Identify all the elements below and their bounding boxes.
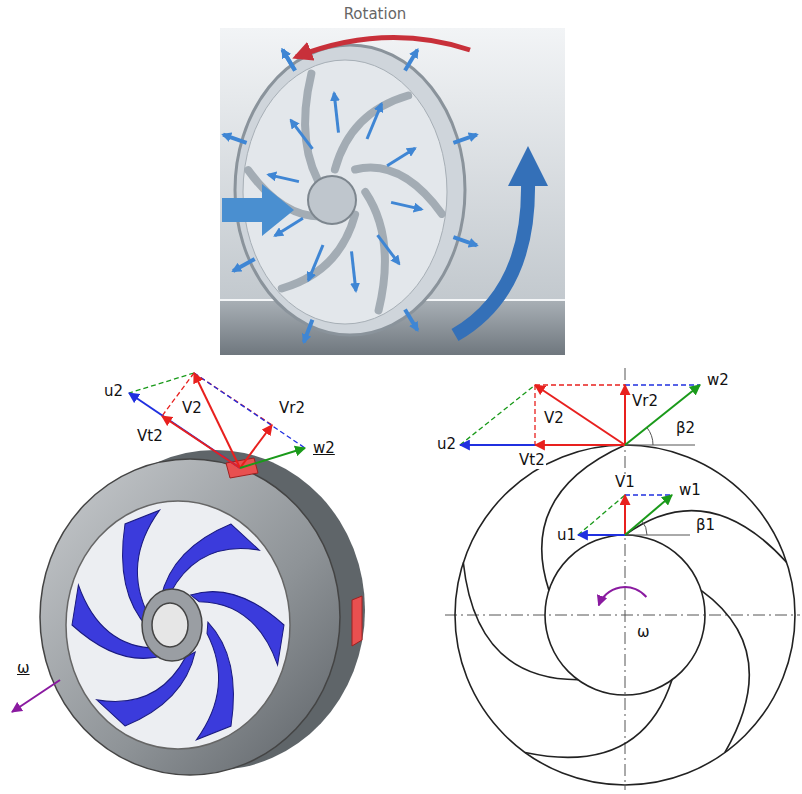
vector-label: w2 bbox=[706, 372, 730, 389]
vector-label: u2 bbox=[103, 383, 124, 400]
blade-speed-vector bbox=[460, 444, 625, 446]
relative-velocity-vector bbox=[240, 448, 305, 468]
figure-caption-label: Rotation bbox=[343, 6, 408, 23]
rotation-arrow bbox=[599, 587, 647, 605]
impeller-hub bbox=[308, 176, 356, 224]
flow-arrow bbox=[233, 259, 255, 271]
flow-arrow bbox=[283, 50, 296, 71]
impeller-vane bbox=[365, 192, 385, 310]
radial-velocity-vector bbox=[240, 425, 272, 468]
impeller-vanes bbox=[248, 74, 442, 311]
construction-line bbox=[578, 495, 625, 535]
discharge-arrow-head bbox=[508, 146, 548, 186]
flow-arrow bbox=[283, 50, 296, 71]
impeller-vane bbox=[542, 445, 625, 590]
flow-arrow bbox=[405, 310, 418, 331]
flow-arrow bbox=[391, 202, 422, 209]
impeller-vane bbox=[191, 592, 284, 665]
flow-arrow bbox=[304, 320, 313, 343]
impeller-hub bbox=[142, 589, 202, 661]
flow-arrow bbox=[367, 104, 382, 139]
discharge-arrow bbox=[455, 182, 528, 335]
angle-label: β2 bbox=[675, 420, 696, 437]
impeller-disc-face bbox=[243, 60, 447, 324]
impeller-vane bbox=[625, 511, 787, 563]
relative-velocity-vector bbox=[625, 385, 700, 445]
vector-label: V1 bbox=[614, 474, 636, 491]
impeller-vane bbox=[463, 563, 578, 680]
photo-background bbox=[220, 28, 565, 355]
vector-label: Vr2 bbox=[631, 393, 659, 410]
construction-line bbox=[625, 494, 672, 495]
impeller-vanes bbox=[463, 445, 786, 757]
flow-arrow bbox=[223, 135, 247, 143]
vector-label: ω bbox=[636, 624, 651, 641]
impeller-vane bbox=[701, 590, 749, 752]
vector-label: w2 bbox=[312, 440, 336, 457]
flow-arrow bbox=[291, 120, 313, 149]
impeller-vane bbox=[97, 652, 195, 726]
impeller-vane bbox=[196, 622, 233, 740]
flow-arrow bbox=[378, 235, 400, 264]
vector-label: V2 bbox=[181, 400, 203, 417]
flow-arrow bbox=[308, 245, 323, 280]
angle-label: β1 bbox=[695, 517, 716, 534]
construction-line bbox=[460, 385, 535, 445]
center-line bbox=[625, 368, 626, 790]
vector-label: Vt2 bbox=[518, 452, 546, 469]
vector-label: ω bbox=[16, 660, 31, 677]
blade-speed-vector bbox=[129, 393, 240, 468]
angular-velocity-vector bbox=[12, 680, 60, 712]
flow-arrow bbox=[352, 251, 356, 291]
impeller-vane bbox=[525, 680, 672, 758]
impeller-vanes bbox=[72, 510, 284, 740]
rotation-arrow bbox=[296, 38, 470, 57]
construction-line bbox=[625, 384, 700, 385]
impeller-eye bbox=[66, 501, 290, 749]
relative-velocity-vector bbox=[625, 495, 672, 535]
impeller-disc bbox=[235, 45, 465, 335]
shaft-bore bbox=[152, 603, 188, 647]
flow-arrow bbox=[387, 148, 415, 166]
absolute-velocity-vector bbox=[535, 385, 625, 445]
construction-line bbox=[194, 373, 305, 448]
flow-arrow bbox=[268, 175, 299, 182]
impeller-vane bbox=[161, 524, 259, 598]
construction-line bbox=[129, 373, 194, 393]
absolute-velocity-vector bbox=[624, 495, 626, 535]
construction-line bbox=[534, 385, 535, 445]
vector-label: Vt2 bbox=[136, 428, 164, 445]
angle-arc bbox=[647, 428, 653, 446]
impeller-vane bbox=[355, 168, 442, 214]
impeller-outer-circle bbox=[455, 445, 795, 785]
flow-arrows bbox=[223, 50, 477, 343]
vector-label: w1 bbox=[678, 482, 702, 499]
angle-reference-line bbox=[625, 445, 695, 446]
vector-label: Vr2 bbox=[278, 400, 306, 417]
impeller-vane bbox=[305, 74, 325, 192]
vane-outlet-patch bbox=[352, 596, 362, 646]
construction-line bbox=[535, 384, 625, 385]
vector-label: u2 bbox=[436, 436, 457, 453]
angle-reference-line bbox=[625, 535, 690, 536]
flow-arrow bbox=[453, 135, 477, 143]
center-line bbox=[445, 615, 800, 616]
vector-label: u1 bbox=[556, 527, 577, 544]
impeller-inner-circle bbox=[545, 535, 705, 695]
blade-speed-vector bbox=[578, 534, 625, 536]
flow-arrow bbox=[334, 93, 338, 133]
flow-arrow bbox=[405, 50, 418, 71]
vector-label: V2 bbox=[543, 410, 565, 427]
angle-arc bbox=[642, 521, 647, 535]
inlet-arrow bbox=[222, 184, 294, 236]
impeller-front-shroud bbox=[40, 459, 340, 775]
flow-arrow bbox=[453, 237, 477, 245]
tangential-velocity-vector bbox=[535, 444, 625, 446]
absolute-velocity-vector bbox=[194, 373, 240, 468]
radial-velocity-vector bbox=[624, 385, 626, 445]
